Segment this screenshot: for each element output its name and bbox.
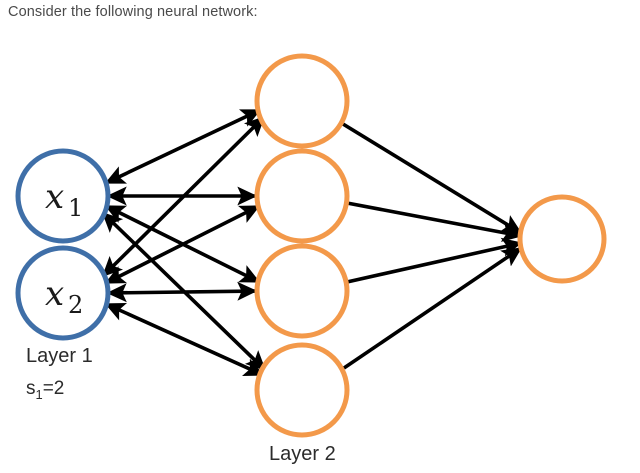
node-x1-subscript: 1 [68, 194, 83, 222]
node-a3[interactable] [254, 243, 350, 339]
node-a4[interactable] [254, 342, 350, 438]
hidden-layer-nodes [254, 53, 350, 438]
layer-1-caption: Layer 1 [26, 345, 93, 367]
edge-x1-a1 [104, 108, 262, 185]
edge-a4-out [342, 246, 523, 370]
edge-group-input-to-hidden [101, 108, 267, 377]
node-x2[interactable] [15, 245, 111, 341]
node-x2-label: x [45, 274, 64, 314]
node-x1-label: x [45, 177, 64, 217]
edge-a2-out [346, 201, 523, 242]
layer-1-size-subscript: 1 [35, 386, 43, 402]
node-x1[interactable] [15, 148, 111, 244]
node-output[interactable] [517, 194, 607, 284]
layer-1-size-symbol: s [26, 378, 36, 399]
node-a2[interactable] [254, 148, 350, 244]
node-a1[interactable] [254, 53, 350, 149]
layer-1-size-value: =2 [42, 378, 65, 399]
layer-2-caption: Layer 2 [269, 443, 336, 465]
input-layer-nodes: x 1 x 2 [15, 148, 111, 341]
node-x2-subscript: 2 [68, 291, 83, 319]
edge-x2-a3 [106, 281, 258, 303]
layer-1-size-label: s1=2 [26, 378, 64, 402]
edge-a1-out [342, 122, 523, 235]
page-caption: Consider the following neural network: [8, 4, 258, 20]
edge-group-hidden-to-output [342, 122, 523, 370]
edge-x2-a4 [104, 302, 265, 377]
edge-x2-a2 [104, 204, 261, 285]
output-layer-nodes [517, 194, 607, 284]
edge-a3-out [346, 237, 523, 284]
